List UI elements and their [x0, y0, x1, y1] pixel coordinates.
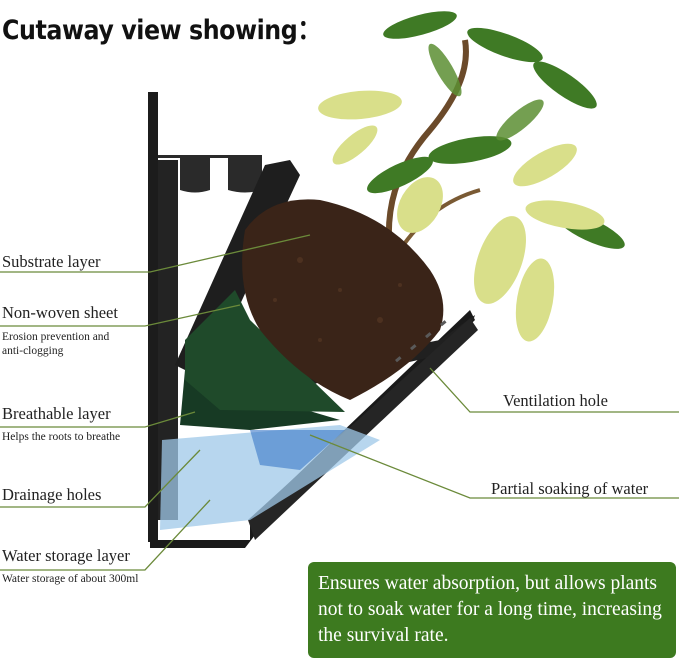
leader-nonwoven — [0, 304, 241, 327]
nonwoven-sheet-region — [185, 290, 345, 412]
water-storage-region — [160, 425, 380, 530]
leader-breathable — [0, 411, 196, 428]
callout-text: Ensures water absorption, but allows pla… — [318, 573, 662, 646]
page-title: Cutaway view showing： — [2, 15, 321, 46]
plant-illustration — [318, 11, 625, 342]
leader-drainage — [0, 449, 201, 508]
label-partial-soaking: Partial soaking of water — [491, 479, 649, 498]
label-nonwoven-sub: Erosion prevention and — [2, 331, 110, 343]
label-nonwoven-sub2: anti-clogging — [2, 345, 64, 357]
label-drainage-holes: Drainage holes — [2, 485, 102, 504]
label-breathable-sub: Helps the roots to breathe — [2, 431, 121, 443]
soil-region — [242, 199, 444, 400]
callout-box: Ensures water absorption, but allows pla… — [308, 562, 676, 658]
label-water-storage-sub: Water storage of about 300ml — [2, 573, 139, 585]
label-water-storage-layer: Water storage layer — [2, 546, 130, 565]
leader-water-storage — [0, 499, 211, 571]
ventilation-holes — [394, 320, 447, 363]
label-ventilation-hole: Ventilation hole — [503, 391, 608, 410]
leader-ventilation — [429, 367, 679, 413]
leader-lines — [0, 234, 679, 571]
leader-substrate — [0, 234, 311, 273]
label-breathable-layer: Breathable layer — [2, 404, 111, 423]
label-substrate-layer: Substrate layer — [2, 252, 101, 271]
label-nonwoven-sheet: Non-woven sheet — [2, 303, 118, 322]
leader-partial — [309, 434, 679, 499]
